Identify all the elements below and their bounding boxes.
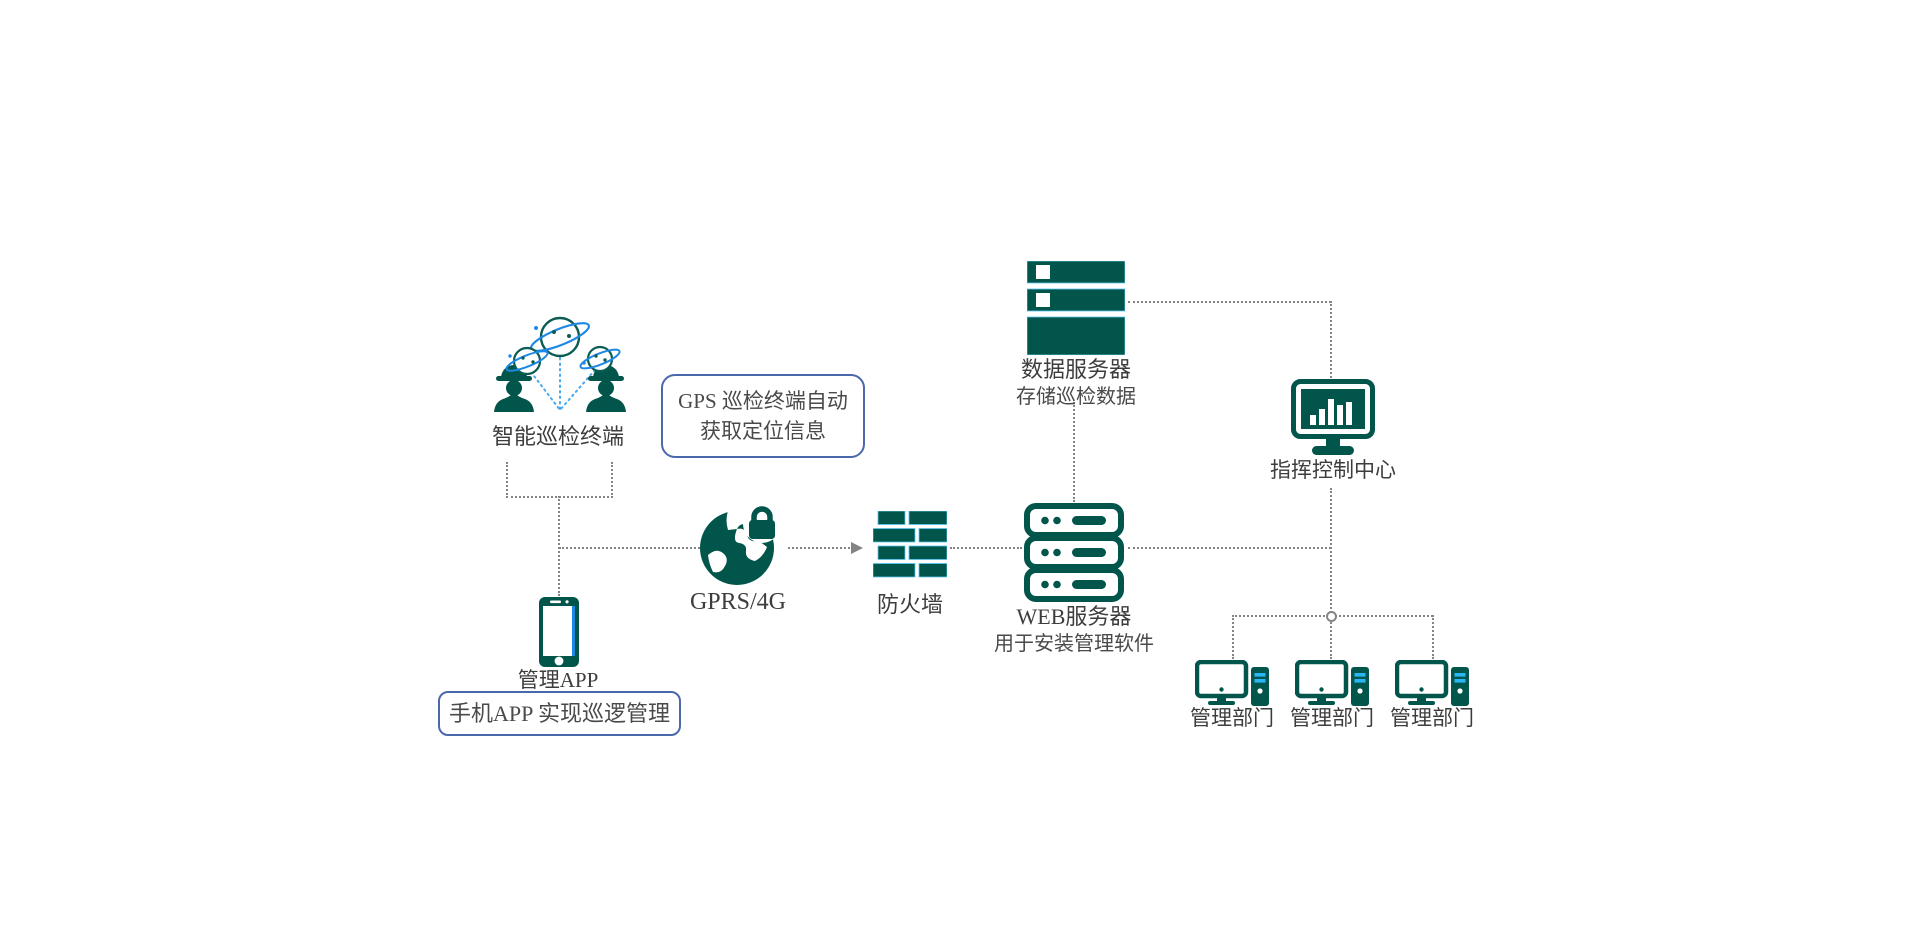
monitor-bar-chart-icon xyxy=(1291,379,1375,457)
connector-network-to-firewall xyxy=(788,547,850,549)
app-note-text: 手机APP 实现巡逻管理 xyxy=(448,700,671,726)
server-rack-outline-icon xyxy=(1024,503,1124,602)
app-note-box: 手机APP 实现巡逻管理 xyxy=(438,691,681,736)
connector-terminal-to-phone xyxy=(558,496,560,596)
desktop-computer-icon xyxy=(1194,659,1269,707)
gps-note-box: GPS 巡检终端自动 获取定位信息 xyxy=(661,374,865,458)
connector-terminal-to-network xyxy=(559,547,700,549)
app-label: 管理APP xyxy=(517,668,599,692)
terminal-label: 智能巡检终端 xyxy=(491,424,624,449)
connector-department-2-stub xyxy=(1330,615,1332,659)
satellite-workers-icon xyxy=(483,306,637,428)
desktop-computer-icon xyxy=(1394,659,1469,707)
connector-terminal-right-stub xyxy=(611,462,613,498)
web-server-label: WEB服务器 xyxy=(1016,604,1132,629)
connector-trunk-to-commandcenter xyxy=(1330,301,1332,378)
department-3-label: 管理部门 xyxy=(1390,706,1474,730)
gps-note-line2: 获取定位信息 xyxy=(700,419,826,443)
departments-bus-junction xyxy=(1326,611,1337,622)
gps-note-line1: GPS 巡检终端自动 xyxy=(678,388,848,413)
network-label: GPRS/4G xyxy=(689,589,787,615)
desktop-computer-icon xyxy=(1294,659,1369,707)
arrowhead-to-firewall xyxy=(851,542,863,554)
connector-dataserver-to-trunk xyxy=(1128,301,1331,303)
connector-department-3-stub xyxy=(1432,615,1434,659)
connector-dataserver-to-webserver xyxy=(1073,402,1075,502)
firewall-label: 防火墙 xyxy=(876,592,943,617)
department-2-label: 管理部门 xyxy=(1290,706,1374,730)
globe-lock-icon xyxy=(698,503,784,587)
server-rack-solid-icon xyxy=(1026,260,1126,356)
connector-terminal-left-stub xyxy=(506,462,508,498)
smartphone-icon xyxy=(539,597,579,667)
web-server-sublabel: 用于安装管理软件 xyxy=(994,633,1154,655)
brick-wall-icon xyxy=(872,510,948,578)
data-server-sublabel: 存储巡检数据 xyxy=(1016,386,1136,408)
data-server-label: 数据服务器 xyxy=(1020,357,1131,382)
department-1-label: 管理部门 xyxy=(1190,706,1274,730)
connector-commandcenter-to-departments xyxy=(1330,488,1332,617)
connector-firewall-to-webserver xyxy=(950,547,1022,549)
connector-webserver-to-trunk xyxy=(1128,547,1331,549)
command-center-label: 指挥控制中心 xyxy=(1270,458,1396,482)
connector-department-1-stub xyxy=(1232,615,1234,659)
